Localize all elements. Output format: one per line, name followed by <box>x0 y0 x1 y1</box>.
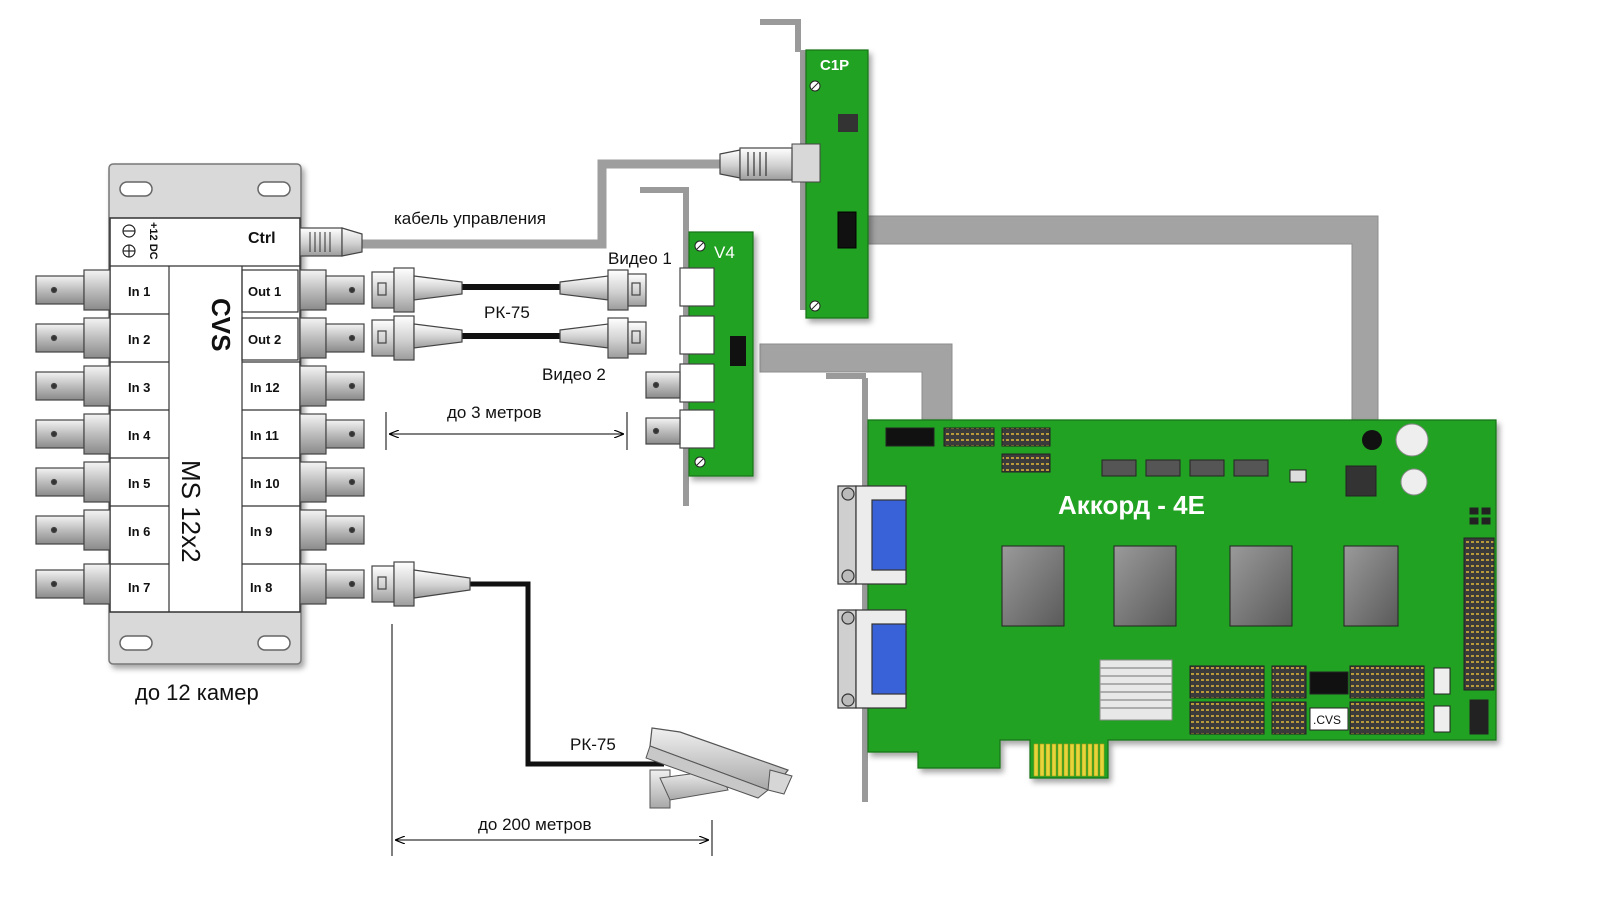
video-1-label: Видео 1 <box>608 249 672 268</box>
bnc-connectors-right <box>299 269 365 605</box>
bnc-in-4 <box>35 413 111 455</box>
input-labels-left: In 1 In 2 In 3 In 4 In 5 In 6 In 7 <box>128 284 151 595</box>
bnc-out-2 <box>299 317 365 359</box>
port-label-in-8: In 8 <box>250 580 272 595</box>
c1p-label: C1P <box>820 57 849 74</box>
power-terminals <box>122 224 136 258</box>
control-plug-c1p <box>719 147 793 181</box>
main-card: Аккорд - 4E <box>826 373 1497 802</box>
port-label-in-2: In 2 <box>128 332 150 347</box>
v4-card: V4 <box>640 187 754 506</box>
coax-top-label: РК-75 <box>484 303 530 322</box>
bnc-in-1 <box>35 269 111 311</box>
port-label-in-3: In 3 <box>128 380 150 395</box>
heatsink <box>1099 659 1173 721</box>
control-cable <box>360 159 740 249</box>
video-cables <box>462 284 664 767</box>
port-label-in-1: In 1 <box>128 284 150 299</box>
port-label-out-2: Out 2 <box>248 332 281 347</box>
model-label: MS 12x2 <box>176 460 206 563</box>
port-label-out-1: Out 1 <box>248 284 281 299</box>
port-label-in-5: In 5 <box>128 476 150 491</box>
camera-icon <box>645 727 793 809</box>
v4-label: V4 <box>714 243 735 262</box>
ctrl-connector <box>299 227 363 257</box>
vga-connectors <box>837 485 907 709</box>
power-label: +12 DC <box>147 222 159 260</box>
bnc-connectors-left <box>35 269 111 605</box>
bnc-in-3 <box>35 365 111 407</box>
port-label-in-6: In 6 <box>128 524 150 539</box>
port-label-in-11: In 11 <box>250 428 279 443</box>
bnc-in-6 <box>35 509 111 551</box>
multiplexer-cvs <box>108 163 302 665</box>
port-label-in-9: In 9 <box>250 524 272 539</box>
main-card-label: Аккорд - 4E <box>1058 490 1205 520</box>
pcie-fingers <box>1033 743 1105 777</box>
port-label-in-12: In 12 <box>250 380 280 395</box>
dimension-lines <box>385 412 713 856</box>
distance-long-label: до 200 метров <box>478 815 592 834</box>
bnc-in-2 <box>35 317 111 359</box>
multiplexer-grid <box>110 265 300 612</box>
brand-label: CVS <box>206 298 236 351</box>
chip-label-cvs: .CVS <box>1313 713 1341 727</box>
bnc-in-11 <box>299 413 365 455</box>
bnc-in-9 <box>299 509 365 551</box>
bnc-in-10 <box>299 461 365 503</box>
bnc-in-8 <box>299 563 365 605</box>
bnc-in-5 <box>35 461 111 503</box>
bnc-in-12 <box>299 365 365 407</box>
camera-count-caption: до 12 камер <box>135 680 259 705</box>
port-label-in-10: In 10 <box>250 476 280 491</box>
bnc-out-1 <box>299 269 365 311</box>
video-2-label: Видео 2 <box>542 365 606 384</box>
bnc-in-7 <box>35 563 111 605</box>
bnc-plugs <box>371 267 647 607</box>
port-labels-right: Out 1 Out 2 In 12 In 11 In 10 In 9 In 8 <box>248 284 281 595</box>
port-label-in-4: In 4 <box>128 428 151 443</box>
coax-camera-label: РК-75 <box>570 735 616 754</box>
c1p-card: C1P <box>760 19 869 319</box>
control-cable-label: кабель управления <box>394 209 546 228</box>
distance-short-label: до 3 метров <box>447 403 542 422</box>
ctrl-label: Ctrl <box>248 230 276 247</box>
port-label-in-7: In 7 <box>128 580 150 595</box>
